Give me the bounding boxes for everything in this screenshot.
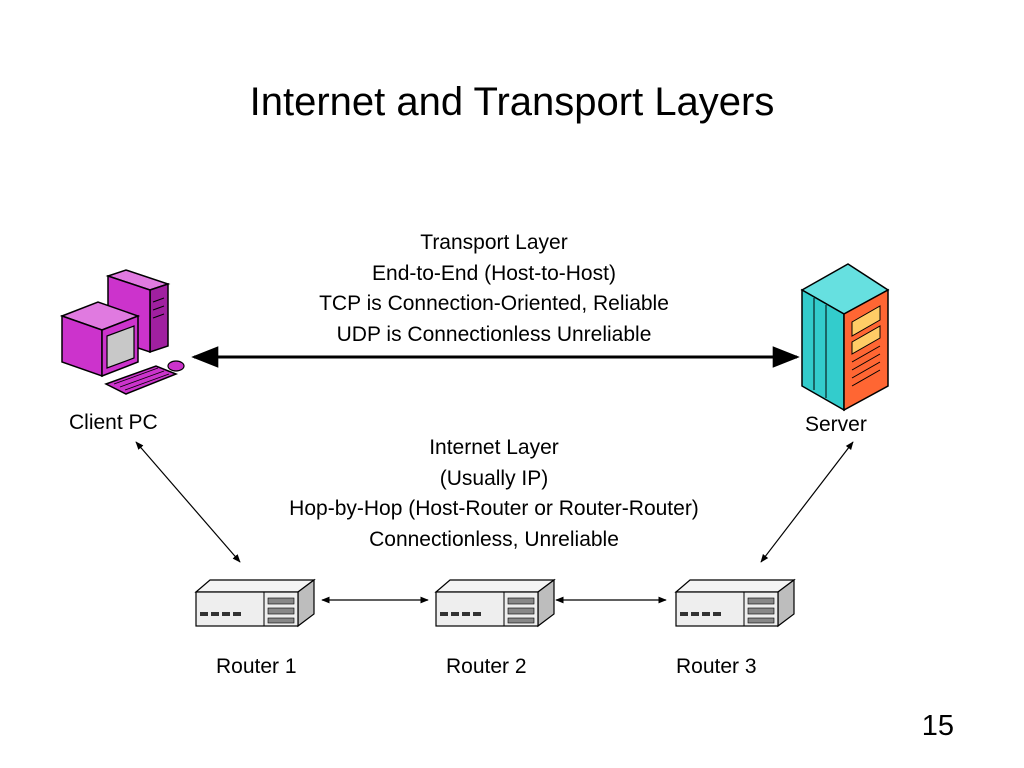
transport-line-4: UDP is Connectionless Unreliable [336,322,652,346]
transport-line-3: TCP is Connection-Oriented, Reliable [319,292,669,315]
slide-title: Internet and Transport Layers [249,80,775,124]
client-router1-arrow [135,441,241,563]
server-label: Server [805,413,867,436]
router-2-icon [434,578,556,628]
client-pc-icon [59,269,185,395]
internet-line-1: Internet Layer [429,436,559,459]
router-1-label: Router 1 [216,655,297,678]
transport-line-2: End-to-End (Host-to-Host) [372,261,616,285]
server-icon [800,263,890,412]
page-number: 15 [921,710,954,742]
internet-line-2: (Usually IP) [439,466,549,490]
router-2-label: Router 2 [446,655,527,678]
internet-line-4: Connectionless, Unreliable [369,527,619,551]
router-3-icon [674,578,796,628]
internet-layer-text: Internet Layer (Usually IP) Hop-by-Hop (… [214,433,774,555]
internet-line-3: Hop-by-Hop (Host-Router or Router-Router… [289,497,699,520]
server-router3-arrow [760,441,854,563]
transport-line-1: Transport Layer [420,231,568,254]
client-pc-label: Client PC [69,411,158,434]
router-3-label: Router 3 [676,655,757,678]
router-1-icon [194,578,316,628]
transport-layer-text: Transport Layer End-to-End (Host-to-Host… [244,228,744,350]
